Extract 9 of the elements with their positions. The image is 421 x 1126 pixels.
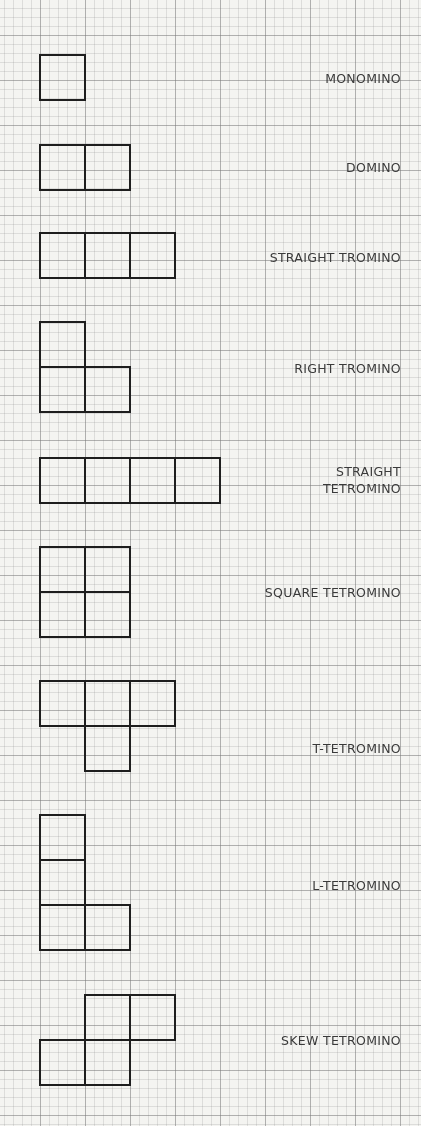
shape-name: DOMINO xyxy=(345,158,401,176)
shape-name: SQUARE TETROMINO xyxy=(263,583,401,601)
shape-name: RIGHT TROMINO xyxy=(293,359,401,377)
shape-name: STRAIGHT TETROMINO xyxy=(321,463,401,497)
shape-name: STRAIGHT TROMINO xyxy=(268,248,401,266)
shape-name: T-TETROMINO xyxy=(311,739,401,757)
shape-name: SKEW TETROMINO xyxy=(280,1031,401,1049)
shape-name: L-TETROMINO xyxy=(311,876,401,894)
shape-name: MONOMINO xyxy=(324,69,401,87)
